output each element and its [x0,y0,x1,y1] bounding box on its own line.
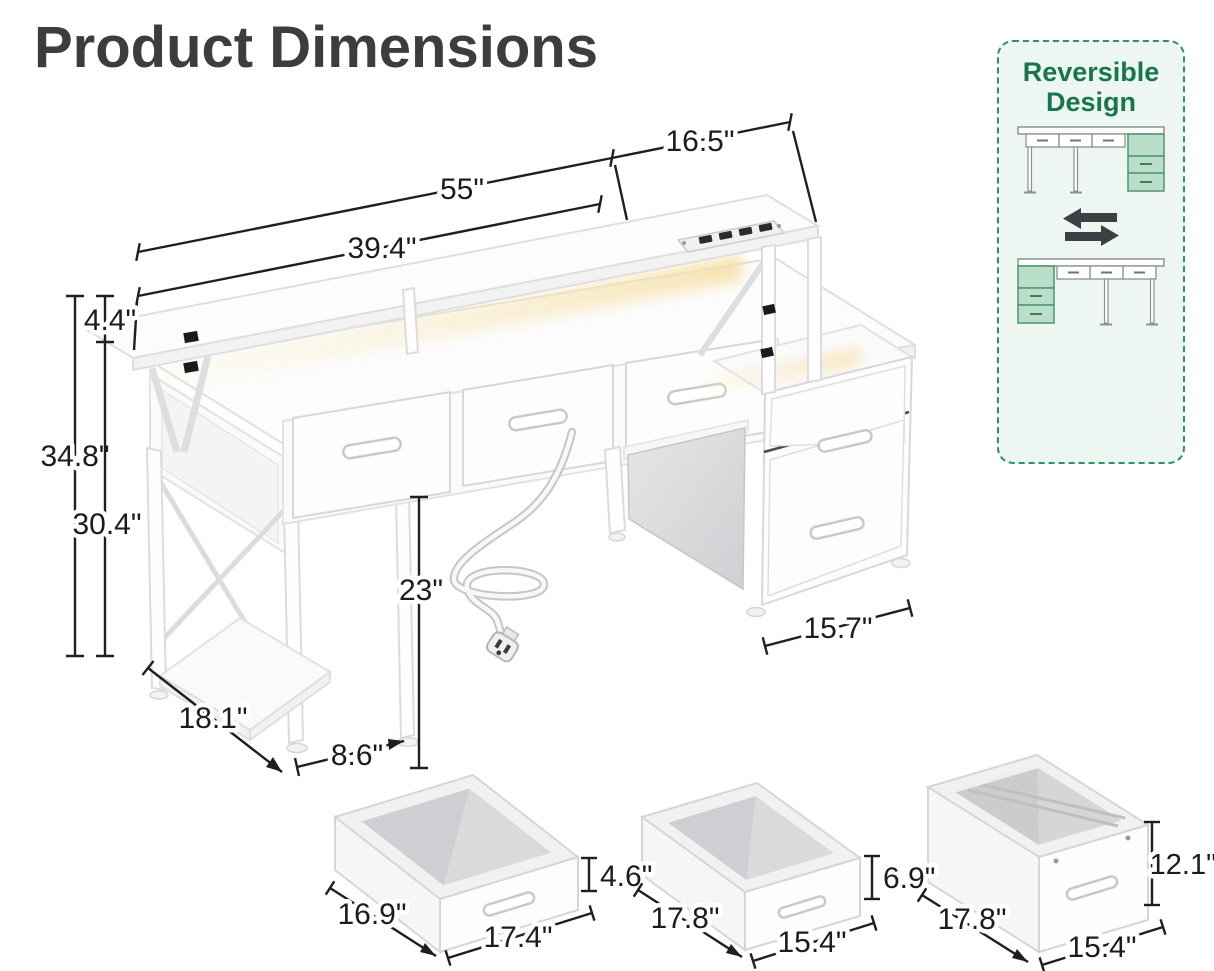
cubby-front-leg [603,445,627,535]
velcro-mark [762,303,776,316]
mini-desk-cabinet-right [1017,126,1165,194]
svg-text:15.4": 15.4" [1067,931,1136,964]
leg-foot [286,742,308,754]
dim-label-side-shelf-width: 8.6" [331,739,383,772]
dim-label-desktop-width: 39.4" [347,232,416,265]
power-strip [676,220,786,253]
dim-label-desk-height: 30.4" [72,508,141,541]
cabinet-foot [891,557,911,569]
drawer-handle [809,516,865,540]
leg-foot [149,690,169,700]
dim-total-height: 34.8" [36,294,114,658]
mini-desk-cabinet-left [1017,258,1165,326]
left-x-brace [153,503,291,650]
dim-file-cabinet-width: 15.7" [761,598,914,656]
led-strip-glow [142,254,742,398]
file-drawer-box [925,753,1151,954]
badge-title-line2: Design [1045,86,1137,117]
leg-foot [608,532,626,542]
svg-text:17.4": 17.4" [483,921,552,954]
dim-label-total-width: 55" [440,173,484,206]
dim-label-hutch-width: 16.5" [665,125,734,158]
velcro-mark [183,330,199,344]
bottom-shelf-edge [249,670,331,742]
svg-text:17.8": 17.8" [650,902,719,935]
power-cord [449,427,577,663]
riser-post [807,235,822,384]
drawer-handle [342,436,402,460]
dim-desk-depth: 18.1" [141,660,283,773]
drawer-handle [508,408,568,432]
swap-arrows-icon [1063,208,1119,247]
drawer-handle [482,891,536,917]
svg-text:6.9": 6.9" [883,862,935,895]
dim-label-desk-depth: 18.1" [178,702,247,735]
svg-text:12.1": 12.1" [1150,849,1214,881]
dim-label-knee-clearance: 23" [399,574,443,607]
screw-dot [1125,835,1131,841]
dim-desktop-width: 39.4" [135,194,603,306]
screw-dot [1053,858,1059,864]
riser-post [761,243,776,396]
riser-left-strut [148,367,181,453]
drawer-handle [1065,875,1119,901]
riser-middle-post [401,286,420,356]
svg-text:17.8": 17.8" [937,903,1006,936]
velcro-mark [183,360,199,374]
cabinet-foot [746,606,766,618]
drawer-handle [817,429,873,453]
dim-knee-clearance: 23" [394,495,448,770]
dim-riser-height: 4.4" 30.4" [68,294,146,658]
small-drawer-box [332,773,581,955]
drawer-handle [777,895,827,919]
file-rail [967,788,1119,828]
svg-text:15.4": 15.4" [777,926,846,959]
dim-label-file-cabinet-width: 15.7" [803,612,872,645]
middle-front-leg [394,492,416,740]
file-rail [947,762,1041,795]
dim-hutch-width: 16.5" [611,112,793,163]
dim-file-drawer: 17.8" 15.4" 12.1" [916,820,1214,971]
reversible-design-badge: Reversible Design [997,40,1185,464]
dim-label-total-height: 34.8" [40,440,109,473]
svg-text:16.9": 16.9" [337,898,406,931]
dim-side-shelf-width: 8.6" [293,735,405,777]
power-plug [486,625,520,663]
badge-title-line1: Reversible [1022,57,1160,87]
riser-right-brace [697,260,767,357]
svg-text:4.6": 4.6" [600,860,652,893]
badge-title: Reversible Design [999,57,1183,117]
cubby-fabric-panel [627,427,746,591]
velcro-mark [760,346,774,359]
riser-left-strut [180,355,212,453]
dim-label-riser-height: 4.4" [84,304,136,337]
dim-total-width: 55" [132,130,818,351]
file-rail [974,781,1126,820]
dim-small-drawer: 16.9" 17.4" 4.6" [324,856,657,966]
desk-illustration [79,193,918,754]
middle-drawer-box [639,781,863,952]
page-title: Product Dimensions [34,15,598,80]
